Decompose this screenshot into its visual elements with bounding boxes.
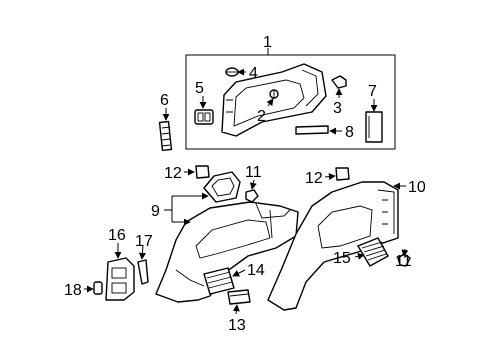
left-quarter-panel[interactable] — [155, 201, 299, 303]
switch-5-icon[interactable] — [194, 109, 214, 125]
inner-panel[interactable] — [203, 171, 241, 203]
callout-4: 4 — [249, 65, 258, 82]
callout-17: 17 — [135, 233, 153, 250]
callout-18: 18 — [64, 282, 82, 299]
clip-12-right-icon[interactable] — [335, 167, 350, 181]
callout-16: 16 — [108, 227, 126, 244]
callout-12-left: 12 — [164, 165, 182, 182]
bracket-13[interactable] — [227, 289, 251, 305]
right-quarter-panel[interactable] — [267, 181, 399, 311]
clip-12-left-icon[interactable] — [195, 165, 210, 179]
callout-5: 5 — [195, 80, 204, 97]
upper-trim-panel[interactable] — [221, 63, 327, 137]
callout-15: 15 — [333, 250, 351, 267]
leader-11a — [249, 179, 257, 190]
clip-2-icon[interactable] — [269, 89, 279, 99]
clip-11-left-icon[interactable] — [245, 189, 259, 203]
callout-6: 6 — [160, 92, 169, 109]
callout-10: 10 — [408, 179, 426, 196]
plug-18[interactable] — [93, 281, 103, 295]
leader-11b — [401, 248, 409, 257]
callout-7: 7 — [368, 83, 377, 100]
grille-14[interactable] — [203, 267, 235, 295]
leader-12b — [324, 173, 336, 181]
callout-12-right: 12 — [305, 170, 323, 187]
leader-13 — [232, 304, 240, 315]
callout-11-right: 11 — [395, 253, 412, 270]
jack-cover-16[interactable] — [105, 257, 135, 301]
callout-13: 13 — [228, 317, 246, 334]
leader-14 — [232, 269, 246, 277]
trim-17[interactable] — [137, 259, 149, 285]
vent-grille-15[interactable] — [357, 237, 389, 267]
leader-9 — [164, 195, 208, 223]
callout-3: 3 — [333, 100, 342, 117]
clip-4-icon[interactable] — [225, 67, 239, 77]
callout-1: 1 — [263, 34, 272, 51]
callout-11-left: 11 — [245, 164, 262, 181]
strip-6[interactable] — [158, 120, 173, 152]
moulding-8[interactable] — [295, 125, 329, 135]
leader-17 — [138, 244, 146, 260]
trim-strip-7[interactable] — [365, 111, 383, 143]
callout-8: 8 — [345, 124, 354, 141]
clip-3-icon[interactable] — [331, 75, 347, 89]
callout-2: 2 — [257, 108, 266, 125]
leader-2 — [266, 98, 274, 107]
callout-14: 14 — [247, 262, 265, 279]
assembly-box — [185, 54, 396, 150]
leader-15 — [354, 252, 365, 260]
callout-9: 9 — [151, 203, 160, 220]
